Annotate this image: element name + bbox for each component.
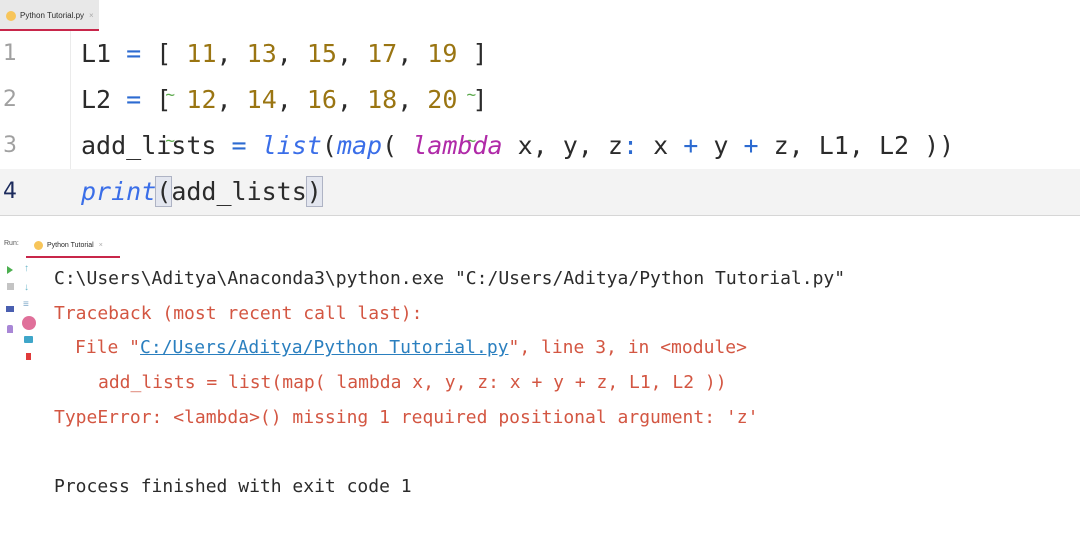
matched-brace: ) [305,176,323,207]
python-file-icon [34,240,43,250]
run-tab-python-tutorial[interactable]: Python Tutorial × [26,232,120,258]
trash-icon[interactable] [26,353,31,360]
code-line-4[interactable]: 4 print(add_lists) [0,169,1080,215]
code-text: L1 = [ 11, 13, 15, 17, 19 ] [81,39,488,118]
run-tab-label: Python Tutorial [47,241,94,249]
code-line-1[interactable]: 1 L1 = [ 11, 13, 15, 17, 19 ] [0,31,1080,118]
line-number: 4 [3,179,17,204]
record-icon[interactable] [22,316,36,330]
close-icon[interactable]: × [89,11,94,20]
panel-divider[interactable] [0,215,1080,216]
console-command: C:\Users\Aditya\Anaconda3\python.exe "C:… [54,268,846,289]
blank-line [54,435,845,470]
line-number: 1 [3,41,17,66]
editor-tab-label: Python Tutorial.py [20,11,85,20]
active-tab-indicator [26,256,120,258]
code-text: add_lists = list(map( lambda x, y, z: x … [81,131,955,210]
file-link[interactable]: C:/Users/Aditya/Python Tutorial.py [140,337,509,359]
exit-message: Process finished with exit code 1 [54,476,412,498]
code-line-3[interactable]: 3 add_lists = list(map( lambda x, y, z: … [0,123,1080,210]
matched-brace: ( [155,176,173,207]
editor-tab-bar: Python Tutorial.py × [0,0,1080,31]
traceback-source-line: add_lists = list(map( lambda x, y, z: x … [98,372,727,394]
stop-icon[interactable] [7,283,14,290]
editor-tab-python-tutorial[interactable]: Python Tutorial.py × [0,0,99,31]
scroll-down-icon[interactable]: ↓ [24,282,29,293]
run-panel-header: Run: Python Tutorial × [0,232,1080,258]
line-number: 2 [3,87,17,112]
code-text: L2 = [ 12, 14, 16, 18, 20 ] [81,85,488,164]
rerun-icon[interactable] [7,266,13,274]
code-line-2[interactable]: 2 L2 = [ 12, 14, 16, 18, 20 ] [0,77,1080,164]
scroll-up-icon[interactable]: ↑ [24,263,29,274]
run-label: Run: [4,240,19,247]
traceback-header: Traceback (most recent call last): [54,302,423,324]
code-editor[interactable]: 1 L1 = [ 11, 13, 15, 17, 19 ] 2 L2 = [ 1… [0,31,1080,215]
code-text: print(add_lists) [81,176,323,207]
active-tab-indicator [0,29,99,31]
pin-icon[interactable] [7,325,13,333]
soft-wrap-icon[interactable]: ≡ [23,299,29,310]
traceback-file-line: File "C:/Users/Aditya/Python Tutorial.py… [75,337,747,359]
console-output[interactable]: C:\Users\Aditya\Anaconda3\python.exe "C:… [54,262,845,505]
layout-icon[interactable] [6,306,14,312]
close-icon[interactable]: × [98,241,103,249]
print-icon[interactable] [24,336,33,343]
line-number: 3 [3,133,17,158]
error-message: TypeError: <lambda>() missing 1 required… [54,406,759,428]
python-file-icon [6,10,16,21]
